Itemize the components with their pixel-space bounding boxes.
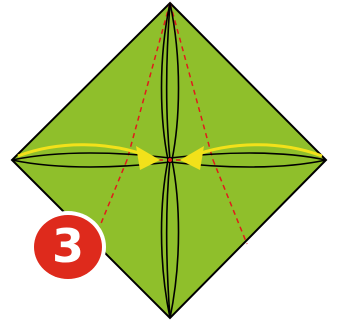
center-point bbox=[168, 158, 172, 162]
step-number: 3 bbox=[52, 223, 84, 269]
step-badge: 3 bbox=[34, 215, 102, 279]
